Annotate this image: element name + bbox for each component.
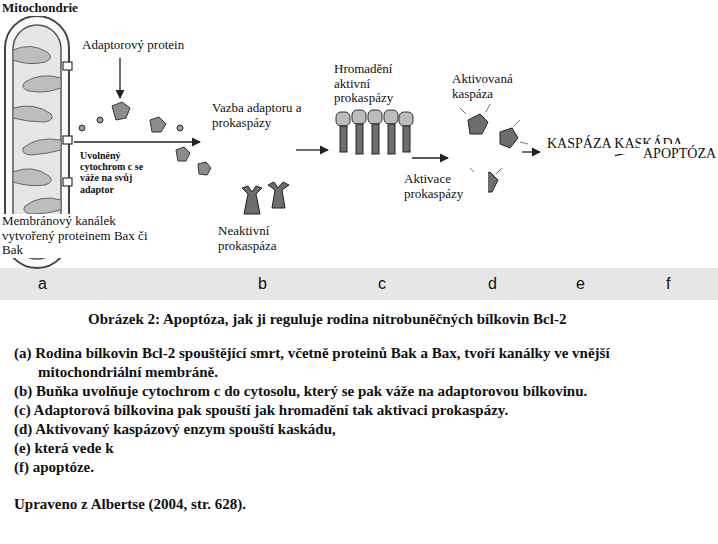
step-label: Aktivovaná kaspáza: [452, 72, 538, 101]
panel-letter: e: [576, 275, 585, 293]
panel-letter: b: [258, 275, 267, 293]
caption-line: (e) která vede k: [14, 439, 714, 458]
cytochrome-c: [79, 117, 183, 131]
panel-band: [0, 268, 718, 300]
panel-letter: a: [38, 275, 47, 293]
step-label: Vazba adaptoru a prokaspázy: [212, 101, 324, 130]
note-label: Uvolněný cytochrom c se váže na svůj ada…: [80, 150, 162, 195]
inactive-procaspase: [242, 182, 289, 214]
flow-arrows: [74, 58, 540, 158]
step-label: Aktivace prokaspázy: [404, 172, 488, 201]
caption-list: (a) Rodina bílkovin Bcl-2 spouštějící sm…: [14, 344, 714, 514]
caption-line: (d) Aktivovaný kaspázový enzym spouští k…: [14, 420, 714, 439]
caption-line: (b) Buňka uvolňuje cytochrom c do cytoso…: [14, 382, 714, 401]
source-note: Upraveno z Albertse (2004, str. 628).: [14, 495, 714, 514]
stage-box: APOPTÓZA: [640, 144, 718, 164]
part-label: Mitochondrie: [2, 1, 122, 16]
step-label: Hromadění aktivní prokaspázy: [334, 62, 412, 106]
caption-line: (f) apoptóze.: [14, 458, 714, 477]
panel-letter: d: [488, 275, 497, 293]
stage-text: APOPTÓZA: [643, 146, 716, 162]
caption-line: (a) Rodina bílkovin Bcl-2 spouštějící sm…: [14, 344, 714, 382]
part-label: Neaktivní prokaspáza: [218, 224, 302, 253]
procaspase-cluster: [336, 110, 413, 154]
caption-line: (c) Adaptorová bílkovina pak spouští jak…: [14, 401, 714, 420]
panel-letter: f: [666, 275, 670, 293]
part-label: Adaptorový protein: [82, 38, 222, 53]
part-label: Membránový kanálek vytvořený proteinem B…: [2, 214, 167, 258]
panel-letter: c: [378, 275, 386, 293]
figure-caption: Obrázek 2: Apoptóza, jak ji reguluje rod…: [88, 310, 708, 329]
